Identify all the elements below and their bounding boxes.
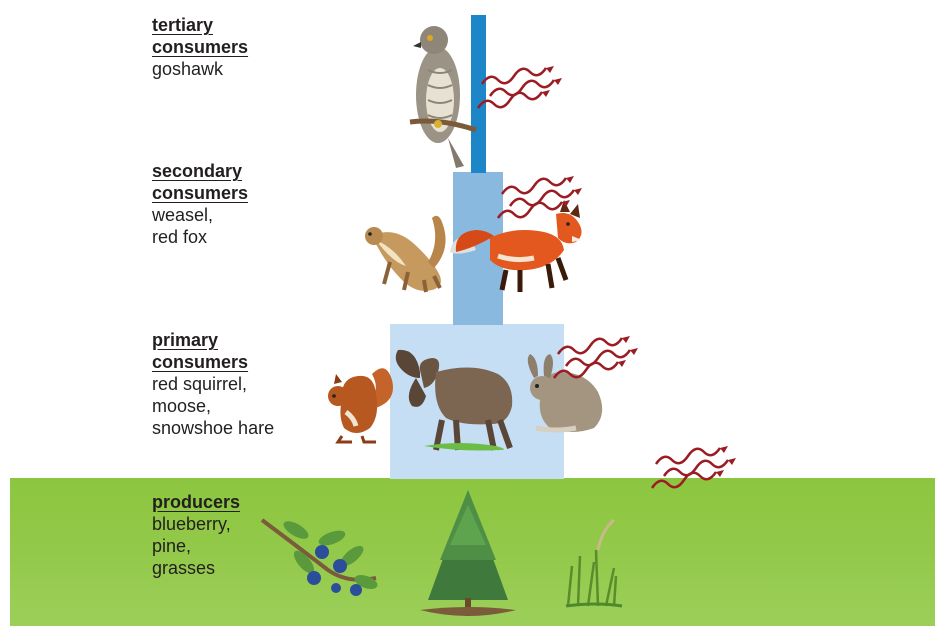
organism-name: blueberry, bbox=[152, 513, 240, 535]
level-label-secondary: secondary consumers weasel, red fox bbox=[152, 160, 248, 248]
heat-loss-icon-tertiary bbox=[478, 66, 562, 108]
organism-name: red squirrel, bbox=[152, 373, 274, 395]
organism-name: red fox bbox=[152, 226, 248, 248]
organism-name: snowshoe hare bbox=[152, 417, 274, 439]
organism-name: goshawk bbox=[152, 58, 248, 80]
heat-loss-icon-producers bbox=[652, 446, 736, 488]
heat-loss-icon-primary bbox=[554, 336, 638, 378]
organism-name: weasel, bbox=[152, 204, 248, 226]
level-title: producers bbox=[152, 491, 240, 513]
level-label-producers: producers blueberry, pine, grasses bbox=[152, 491, 240, 579]
organism-name: pine, bbox=[152, 535, 240, 557]
level-title: tertiary consumers bbox=[152, 14, 248, 58]
heat-loss-icon-secondary bbox=[498, 176, 582, 218]
level-label-primary: primary consumers red squirrel, moose, s… bbox=[152, 329, 274, 439]
organism-name: moose, bbox=[152, 395, 274, 417]
organism-name: grasses bbox=[152, 557, 240, 579]
level-title: secondary consumers bbox=[152, 160, 248, 204]
level-label-tertiary: tertiary consumers goshawk bbox=[152, 14, 248, 80]
level-title: primary consumers bbox=[152, 329, 274, 373]
